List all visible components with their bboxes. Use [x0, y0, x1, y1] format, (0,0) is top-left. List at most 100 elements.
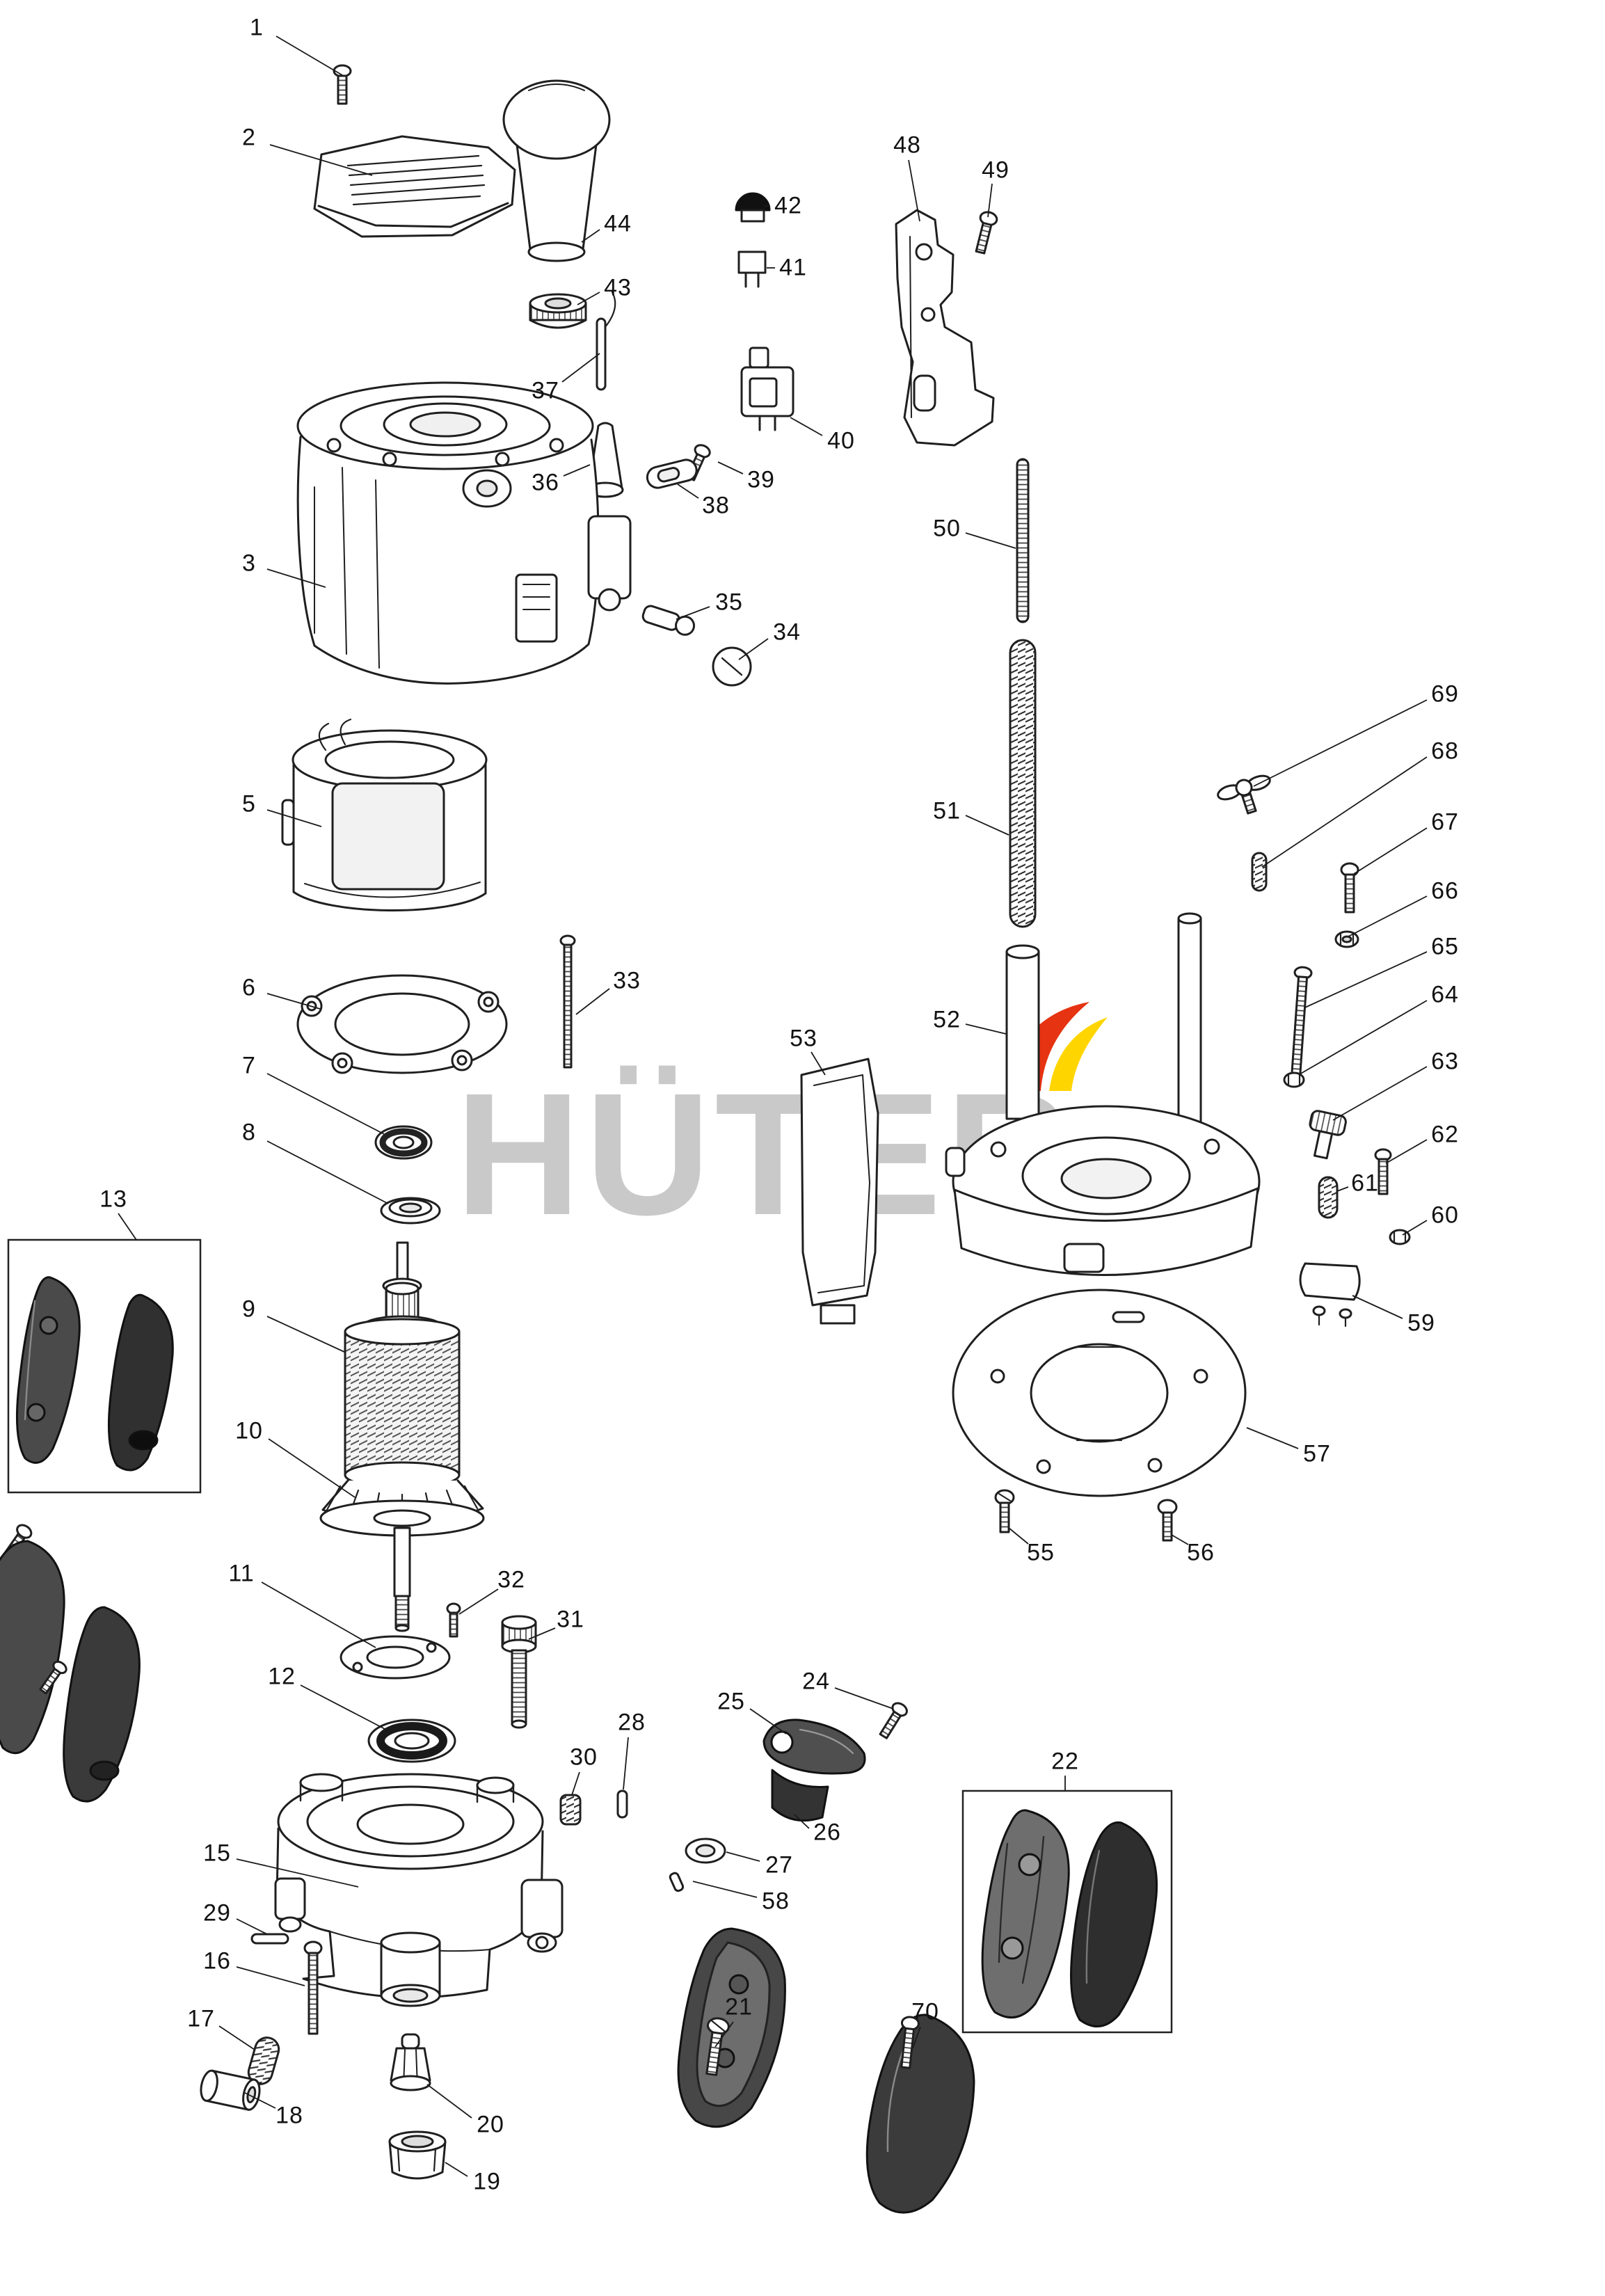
part-adjuster-bracket-59: [1299, 1262, 1361, 1328]
leader-line-2: [269, 144, 373, 176]
part-base-plate-57: [952, 1289, 1247, 1497]
part-screw-49: [975, 211, 998, 255]
leader-line-15: [236, 1858, 359, 1888]
leader-line-5: [266, 809, 322, 827]
leader-lines: [118, 35, 1428, 2177]
leader-line-43: [577, 292, 600, 305]
part-spring-61: [1318, 1176, 1339, 1219]
part-bearing-12: [367, 1719, 456, 1763]
leader-line-48: [908, 159, 920, 222]
leader-line-13: [118, 1213, 137, 1241]
leader-line-8: [266, 1140, 389, 1204]
part-clamp-nut-43: [529, 293, 587, 329]
part-pin-58: [669, 1872, 685, 1892]
leader-line-3: [266, 568, 326, 588]
part-screw-55: [994, 1489, 1015, 1533]
leader-line-12: [300, 1684, 387, 1730]
leader-line-20: [426, 2084, 472, 2119]
part-screw-24: [879, 1702, 908, 1739]
part-cap-34: [712, 646, 752, 687]
leader-line-63: [1332, 1066, 1428, 1121]
part-pin-28: [616, 1789, 628, 1819]
leader-line-29: [236, 1918, 268, 1935]
part-stop-rod-50: [1016, 458, 1030, 623]
leader-line-37: [561, 353, 600, 383]
leader-line-38: [677, 484, 699, 499]
part-handle-halves-13: [15, 1276, 174, 1472]
part-flat-washer-11: [340, 1635, 451, 1680]
leader-line-18: [244, 2092, 276, 2109]
leader-line-65: [1304, 951, 1428, 1008]
leader-line-1: [276, 35, 343, 76]
leader-line-26: [794, 1814, 810, 1829]
leader-line-51: [965, 815, 1009, 836]
brand-logo-yellow-flame: [1049, 1017, 1108, 1091]
leader-line-55: [1008, 1527, 1029, 1545]
part-guard-handle-right: [865, 2014, 975, 2214]
part-screw-56: [1157, 1499, 1178, 1542]
leader-line-31: [528, 1627, 556, 1640]
leader-line-21: [714, 2021, 734, 2048]
part-clamp-shoe-26: [771, 1769, 829, 1822]
leader-line-52: [965, 1023, 1007, 1035]
leader-line-33: [575, 988, 610, 1015]
part-nut-66: [1334, 930, 1359, 948]
leader-line-17: [218, 2025, 255, 2050]
leader-line-59: [1352, 1295, 1403, 1319]
part-collet-20: [390, 2033, 431, 2091]
part-clamp-lever-25: [762, 1719, 866, 1775]
leader-line-50: [965, 532, 1016, 549]
leader-line-49: [987, 183, 993, 218]
leader-line-32: [458, 1588, 499, 1615]
part-pin-37: [596, 291, 616, 391]
part-spring-51: [1009, 639, 1037, 928]
part-chip-guard-53: [800, 1058, 879, 1325]
leader-line-56: [1171, 1534, 1189, 1545]
leader-line-28: [623, 1737, 629, 1790]
part-pin-30: [559, 1794, 582, 1826]
part-screw-67: [1340, 862, 1359, 914]
leader-line-11: [261, 1581, 376, 1648]
leader-line-10: [268, 1438, 356, 1498]
leader-line-36: [563, 464, 591, 477]
part-handle-set-left-margin: [0, 1524, 141, 1803]
leader-line-24: [834, 1687, 894, 1709]
part-fan-10: [319, 1479, 485, 1632]
part-armature-9: [344, 1241, 461, 1489]
leader-line-35: [676, 606, 710, 620]
part-screw-62: [1374, 1148, 1392, 1195]
leader-line-39: [717, 461, 744, 475]
part-wing-bolt-69: [1217, 774, 1271, 815]
leader-line-16: [236, 1966, 305, 1986]
part-upper-base-52: [945, 912, 1261, 1276]
part-screw-1: [333, 64, 352, 105]
part-handle-halves-22: [981, 1809, 1158, 2027]
part-screw-32: [446, 1602, 461, 1638]
part-switch: [740, 346, 794, 431]
part-top-cover: [313, 135, 516, 238]
leader-line-44: [581, 229, 600, 243]
leader-line-60: [1402, 1220, 1428, 1236]
part-stator: [281, 718, 488, 911]
part-washer-8: [380, 1197, 441, 1225]
leader-line-58: [692, 1881, 758, 1898]
leader-line-7: [266, 1073, 385, 1135]
part-collet-nut-19: [388, 2130, 447, 2180]
part-nut-64: [1283, 1071, 1305, 1088]
leader-line-69: [1253, 699, 1428, 787]
part-screw-70: [900, 2016, 920, 2069]
leader-line-61: [1336, 1186, 1349, 1192]
part-screw-16: [303, 1940, 323, 2035]
part-base-casting-15: [274, 1773, 564, 2007]
leader-line-62: [1385, 1139, 1428, 1164]
part-thumb-screw-63: [1309, 1110, 1347, 1160]
part-handle-bracket-48: [895, 209, 995, 447]
part-knob-handle: [502, 79, 611, 262]
leader-line-70: [912, 2026, 921, 2049]
leader-line-68: [1261, 756, 1428, 868]
leader-line-9: [266, 1316, 346, 1353]
leader-line-67: [1353, 827, 1428, 875]
part-brush-icon-41: [737, 250, 767, 288]
leader-line-64: [1299, 1000, 1428, 1075]
